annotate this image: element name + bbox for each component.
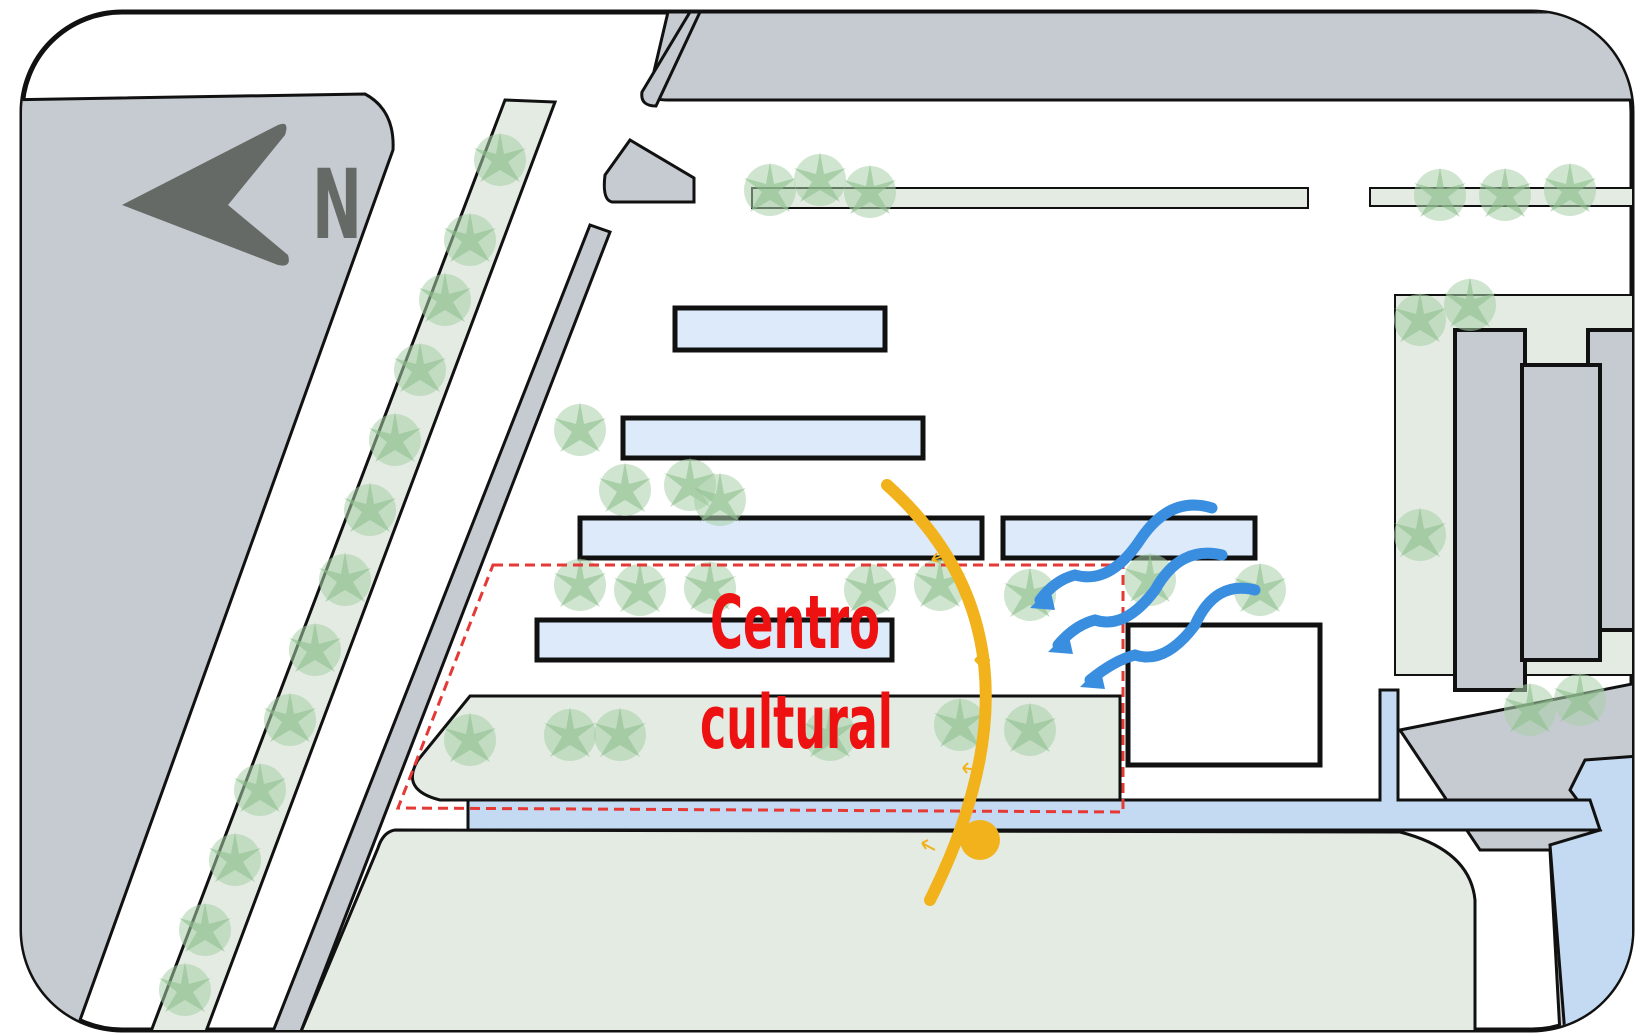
north-label: N bbox=[312, 149, 362, 261]
sun-path-arc bbox=[881, 479, 992, 906]
sun-ray-arrows bbox=[921, 552, 990, 851]
right-building-1 bbox=[1453, 328, 1527, 692]
bottom-green-area bbox=[297, 828, 1477, 1030]
diagonal-sidewalk bbox=[269, 223, 612, 1030]
building-6 bbox=[1125, 622, 1323, 768]
building-3 bbox=[577, 515, 985, 561]
left-urban-block bbox=[22, 92, 395, 1030]
site-label-line2: cultural bbox=[700, 680, 893, 766]
site-label-line1: Centro bbox=[710, 580, 880, 666]
north-arrow-icon bbox=[122, 123, 289, 266]
wind-arrows bbox=[1034, 499, 1261, 686]
top-road-block bbox=[647, 12, 1632, 102]
right-building-3 bbox=[1520, 363, 1602, 662]
sun-position-marker bbox=[960, 820, 1000, 860]
traffic-island bbox=[602, 138, 696, 204]
building-1 bbox=[672, 305, 888, 353]
wind-arrow-heads bbox=[1030, 588, 1105, 689]
island-top bbox=[640, 12, 703, 108]
building-5 bbox=[534, 617, 895, 663]
building-2 bbox=[620, 415, 926, 461]
site-boundary bbox=[395, 563, 1125, 814]
